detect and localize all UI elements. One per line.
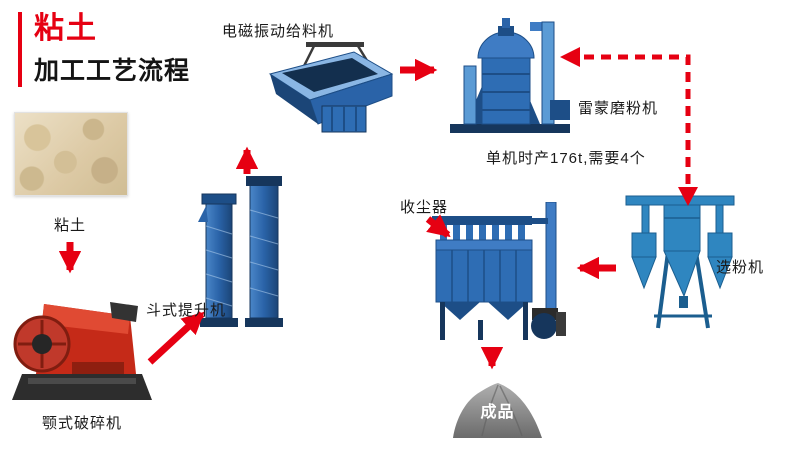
bucket-elevator-illustration (198, 176, 283, 327)
finished-product-label: 成品 (480, 404, 515, 421)
vibrating-feeder-label: 电磁振动给料机 (222, 23, 335, 40)
bucket-elevator-label: 斗式提升机 (146, 302, 227, 319)
title-line-process: 加工工艺流程 (34, 56, 191, 85)
raymond-mill-note: 单机时产176t,需要4个 (486, 150, 646, 167)
diagram-title: 粘土 加工工艺流程 (18, 12, 190, 87)
clay-material-photo (14, 112, 128, 196)
dust-collector-label: 收尘器 (400, 199, 449, 216)
vibrating-feeder-illustration (268, 42, 394, 133)
arrow-crusher-to-elevator (147, 311, 205, 365)
classifier-label: 选粉机 (716, 259, 765, 276)
jaw-crusher-label: 颚式破碎机 (41, 415, 122, 432)
dust-collector-illustration (432, 202, 566, 340)
clay-label: 粘土 (53, 217, 86, 234)
title-line-clay: 粘土 (34, 12, 98, 45)
finished-product-pile (453, 383, 542, 438)
jaw-crusher-illustration (12, 302, 152, 400)
raymond-mill-label: 雷蒙磨粉机 (578, 100, 659, 117)
raymond-mill-illustration (450, 18, 570, 133)
